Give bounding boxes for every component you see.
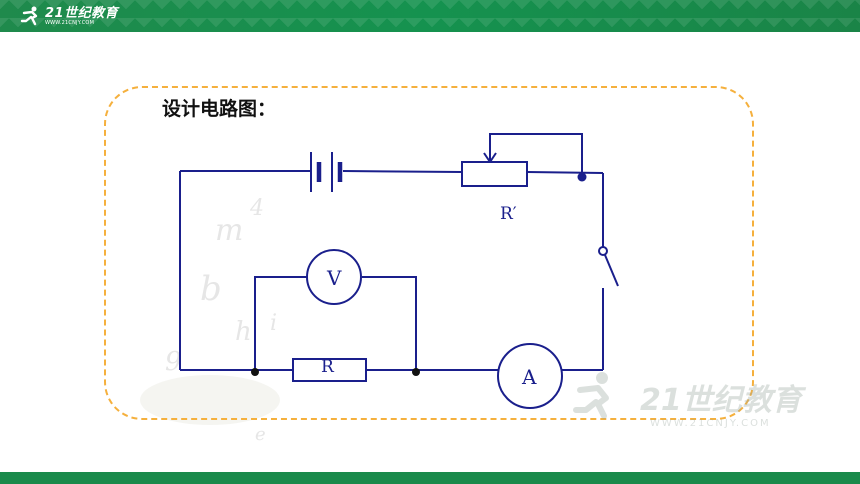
header-pattern: [0, 0, 860, 32]
watermark-runner-icon: [573, 372, 609, 419]
ammeter-symbol: [497, 343, 563, 409]
header-bar: 21世纪教育 WWW.21CNJY.COM: [0, 0, 860, 32]
wire-voltmeter-right: [362, 276, 417, 370]
logo-name: 21世纪教育: [45, 5, 119, 21]
resistor-symbol: [292, 358, 367, 382]
watermark: 21世纪教育 WWW.21CNJY.COM: [573, 372, 807, 429]
watermark-url: WWW.21CNJY.COM: [650, 418, 771, 429]
watermark-name: 21世纪教育: [640, 383, 807, 418]
wire-slider-loop: [489, 133, 583, 177]
svg-text:9: 9: [165, 347, 182, 377]
ammeter-label: A: [521, 365, 537, 389]
runner-logo-icon: [20, 6, 38, 26]
svg-text:i: i: [270, 311, 277, 336]
battery-symbol: [310, 152, 343, 192]
content-frame: [104, 86, 754, 420]
junction-dot-left: [251, 368, 259, 376]
junction-dot-right: [412, 368, 420, 376]
junction-dot-rheostat: [577, 172, 587, 182]
voltmeter-label: V: [326, 266, 342, 290]
resistor-label: R: [321, 357, 335, 377]
svg-text:4: 4: [249, 196, 264, 221]
wire-rheostat-right: [526, 171, 604, 174]
svg-text:m: m: [215, 213, 243, 248]
footer-bar: [0, 472, 860, 484]
svg-text:e: e: [255, 424, 266, 445]
svg-text:h: h: [235, 317, 252, 347]
rheostat-label: R′: [500, 204, 517, 224]
voltmeter-symbol: [306, 249, 362, 305]
slide-title: 设计电路图：: [162, 98, 277, 120]
switch-symbol: [598, 246, 619, 287]
logo[interactable]: 21世纪教育 WWW.21CNJY.COM: [20, 4, 118, 28]
logo-url: WWW.21CNJY.COM: [45, 19, 95, 26]
wire-voltmeter-left: [254, 276, 307, 370]
wire-battery-rheostat: [342, 170, 463, 173]
svg-text:b: b: [200, 269, 222, 309]
rheostat-symbol: [461, 161, 528, 187]
